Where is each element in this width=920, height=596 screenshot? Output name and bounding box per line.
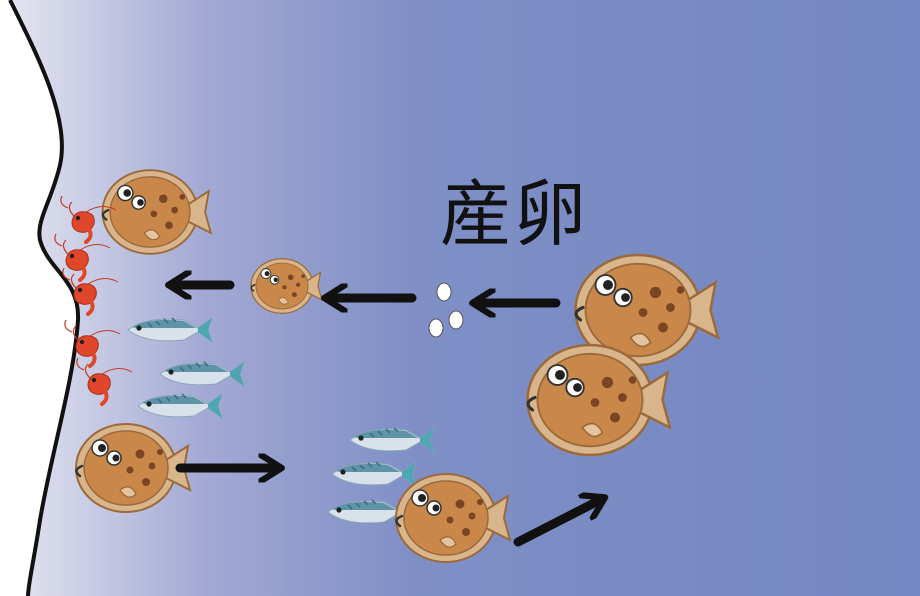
egg-icon xyxy=(436,282,452,302)
shore-area xyxy=(0,0,79,596)
spawning-label: 産卵 xyxy=(440,172,589,256)
shoreline xyxy=(8,0,81,596)
arrow-return-to-spawning xyxy=(513,500,600,547)
eggs-group xyxy=(428,282,464,338)
egg-icon xyxy=(448,310,464,330)
egg-icon xyxy=(428,318,444,338)
